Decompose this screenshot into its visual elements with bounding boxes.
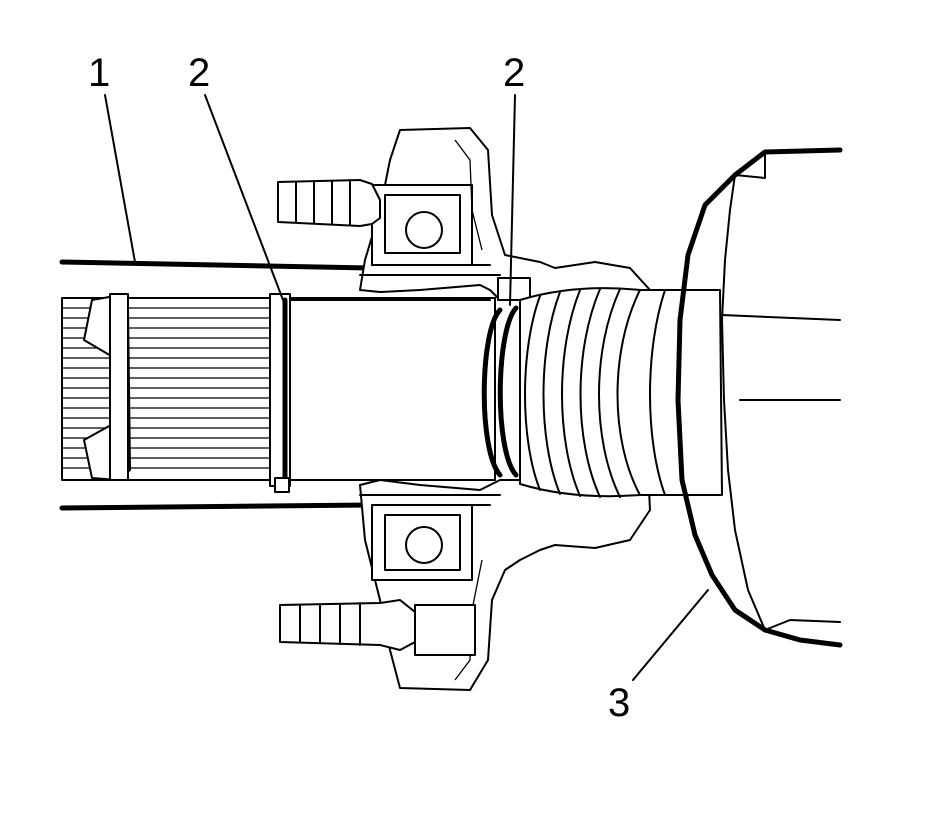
callout-1: 1 — [88, 51, 110, 95]
axle-shaft-outline — [59, 259, 373, 511]
callout-labels: 1 2 2 3 — [88, 51, 630, 725]
callout-2-right: 2 — [503, 51, 525, 95]
shaft-bearing-journal — [284, 297, 496, 481]
wheel-stud-lower — [279, 599, 476, 656]
callout-2-left: 2 — [188, 51, 210, 95]
cv-boot — [519, 287, 723, 498]
leader-2a — [204, 94, 284, 301]
leader-2b — [509, 94, 516, 306]
callout-3: 3 — [608, 681, 630, 725]
seal-ring-right — [481, 277, 531, 478]
seal-ring-left — [269, 293, 291, 493]
cv-joint-housing — [675, 147, 843, 648]
leader-3 — [632, 589, 709, 681]
splined-shaft — [61, 293, 278, 481]
leader-1 — [104, 94, 136, 263]
leader-lines — [104, 94, 709, 681]
wheel-stud-upper — [277, 179, 381, 227]
